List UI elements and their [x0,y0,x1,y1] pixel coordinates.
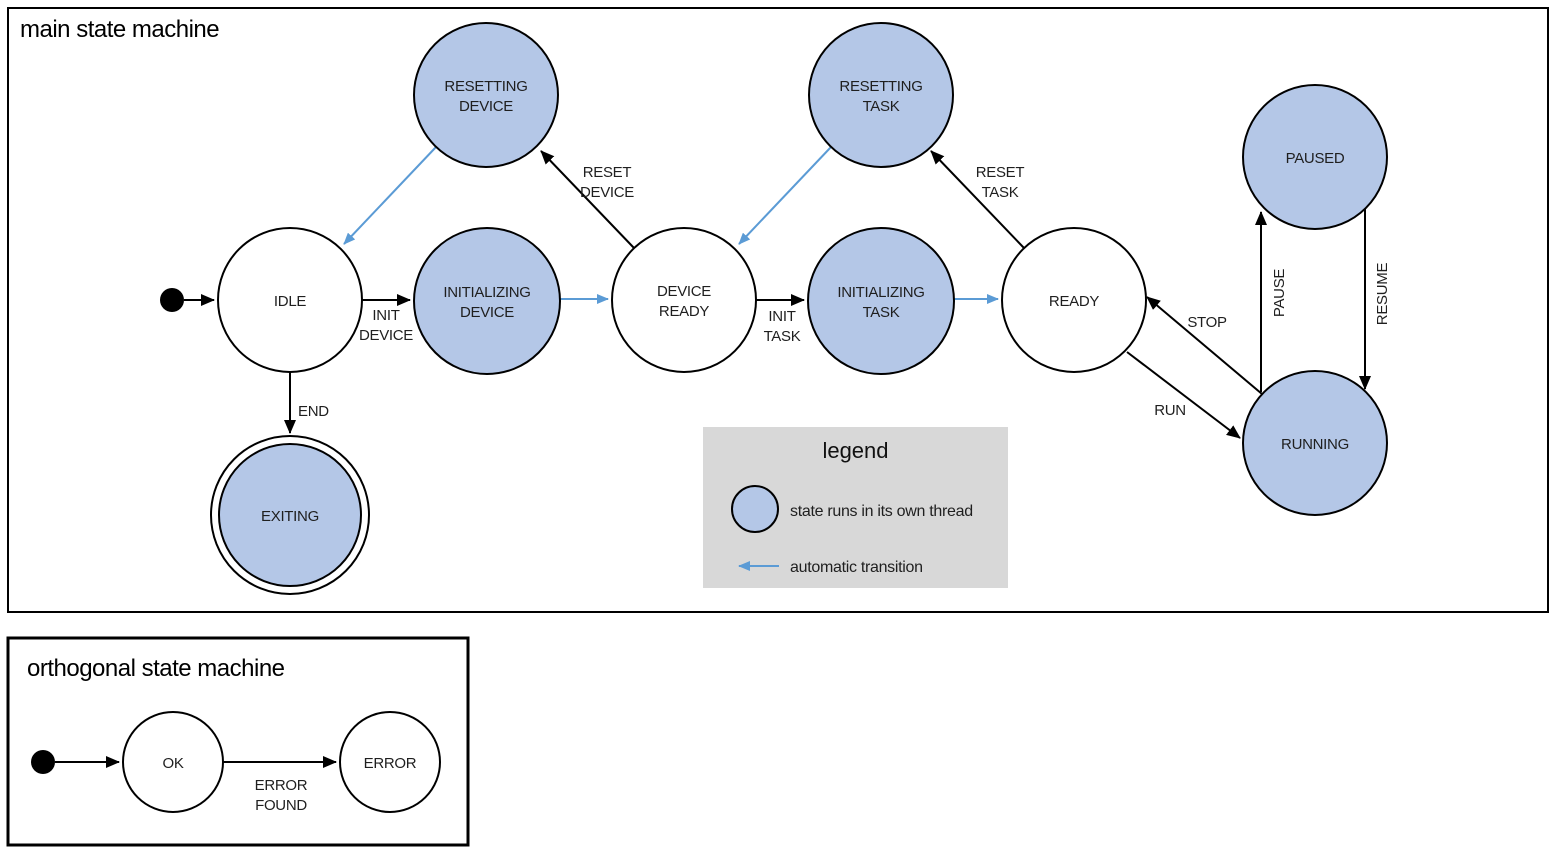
state-device-ready [611,227,757,373]
state-paused-label: PAUSED [1286,150,1345,167]
transition-resetting-task-device-ready [738,146,832,245]
state-initializing-device [413,227,561,375]
orthogonal-state-machine-title: orthogonal state machine [27,655,285,682]
legend-item-auto-transition-label: automatic transition [790,559,923,576]
state-running [1242,370,1388,516]
legend-title: legend [822,438,888,463]
transition-ready-running-label: RUN [1154,402,1186,419]
state-paused [1242,84,1388,230]
state-ok-label: OK [162,755,183,772]
state-resetting-device [413,22,559,168]
main-state-machine-box [7,7,1549,613]
transition-device-ready-resetting-device [540,150,635,249]
state-initializing-task [807,227,955,375]
state-resetting-task [808,22,954,168]
state-exiting-label: EXITING [261,508,319,525]
transition-ready-resetting-task [930,150,1025,249]
legend-threaded-state-icon [731,485,779,533]
transition-ready-running [1126,351,1241,439]
state-exiting [218,443,362,587]
orthogonal-state-machine-box [6,636,470,847]
transition-idle-exiting-label: END [298,403,329,420]
state-running-label: RUNNING [1281,436,1349,453]
transition-paused-running-label: RESUME [1374,263,1391,326]
transition-running-paused-label: PAUSE [1271,269,1288,318]
state-ready-label: READY [1049,293,1099,310]
state-idle-label: IDLE [274,293,306,310]
main-state-machine-title: main state machine [20,16,219,43]
initial-state-dot [160,288,184,312]
legend-item-threaded-label: state runs in its own thread [790,503,973,520]
state-ok [122,711,224,813]
initial-state-dot [31,750,55,774]
state-idle [217,227,363,373]
transition-running-ready-label: STOP [1187,314,1227,331]
state-error-label: ERROR [364,755,417,772]
transition-running-ready [1146,296,1263,395]
state-error [339,711,441,813]
transition-resetting-device-idle [343,146,437,245]
state-ready [1001,227,1147,373]
